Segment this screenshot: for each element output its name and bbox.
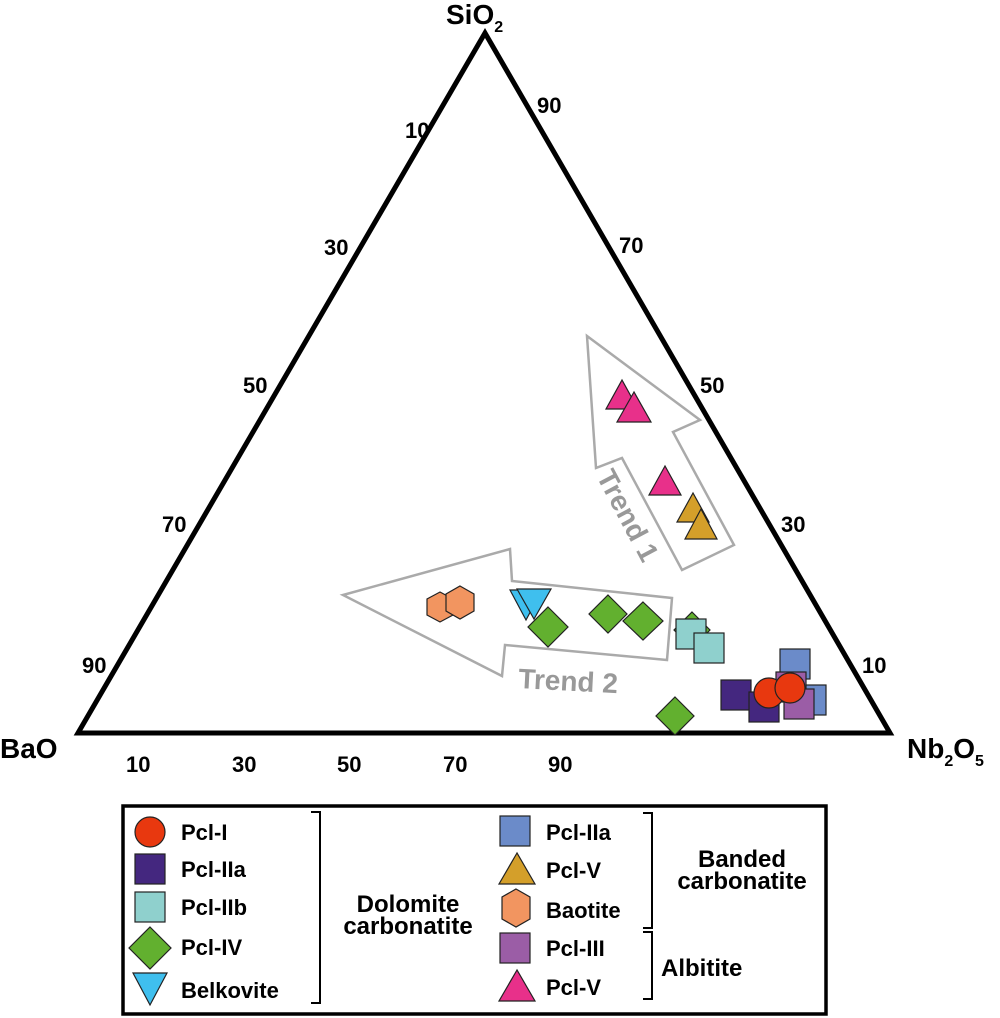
legend-label-banded-pcl-iia: Pcl-IIa [546,820,612,845]
legend-label-pcl-iib: Pcl-IIb [181,895,247,920]
apex-label-nb2o5: Nb2O5 [907,733,984,770]
legend-label-belkovite: Belkovite [181,978,279,1003]
svg-text:50: 50 [700,373,724,398]
legend-marker-pcl-iv [128,926,172,970]
svg-text:90: 90 [82,653,106,678]
svg-text:70: 70 [443,752,467,777]
legend-marker-belkovite [132,972,168,1007]
svg-text:50: 50 [337,752,361,777]
trend2-arrow: Trend 2 [339,547,674,699]
legend-marker-banded-pcl-v [497,851,537,885]
svg-text:10: 10 [405,118,429,143]
data-points [426,378,827,736]
point-pcl-iv [527,606,569,648]
group-label-albitite: Albitite [661,955,742,982]
legend-marker-pcl-iia [134,853,166,885]
ternary-frame [73,28,895,736]
svg-text:90: 90 [537,93,561,118]
point-pcl-iv [622,601,664,641]
legend-label-baotite: Baotite [546,898,621,923]
legend-label-pcl-iii: Pcl-III [546,936,605,961]
group-label-dolomite-2: carbonatite [343,913,472,940]
trend2-label: Trend 2 [518,663,619,699]
legend-frame [121,804,828,1016]
legend-marker-banded-pcl-iia [499,815,531,847]
legend-label-albitite-pcl-v: Pcl-V [546,975,601,1000]
group-label-banded-2: carbonatite [677,868,806,895]
svg-text:90: 90 [548,752,572,777]
legend-label-pcl-i: Pcl-I [181,820,227,845]
bracket-dolomite [311,811,321,1004]
group-label-dolomite: Dolomite [357,891,460,918]
svg-text:10: 10 [862,653,886,678]
svg-text:30: 30 [781,512,805,537]
bracket-albitite [643,931,653,1000]
legend-label-pcl-iia: Pcl-IIa [181,857,247,882]
legend-marker-pcl-iii [499,932,531,964]
point-albitite-pcl-v [647,464,683,496]
legend-label-banded-pcl-v: Pcl-V [546,858,601,883]
point-pcl-iv [588,594,628,634]
svg-text:70: 70 [619,233,643,258]
apex-label-sio2: SiO2 [446,0,503,36]
bottom-axis-ticks: 10 30 50 70 90 [126,752,572,777]
point-pcl-iib [693,632,725,664]
point-dolomite-pcl-iia [720,679,752,711]
group-label-banded: Banded [698,846,786,873]
left-axis-ticks: 10 30 50 70 90 [82,118,429,678]
legend-label-pcl-iv: Pcl-IV [181,935,242,960]
legend-marker-albitite-pcl-v [497,968,537,1002]
legend-marker-pcl-iib [134,891,166,923]
svg-text:50: 50 [243,373,267,398]
svg-text:10: 10 [126,752,150,777]
legend-marker-pcl-i [134,816,166,848]
legend: Pcl-I Pcl-IIa Pcl-IIb Pcl-IV Belkovite D… [121,804,828,1016]
svg-text:30: 30 [324,235,348,260]
bracket-banded [643,812,653,929]
svg-text:30: 30 [232,752,256,777]
point-belkovite [515,588,553,621]
svg-text:70: 70 [162,512,186,537]
apex-label-bao: BaO [0,733,58,764]
point-pcl-iv [655,696,695,736]
legend-marker-baotite [501,888,531,928]
point-banded-pcl-v [684,507,718,540]
point-albitite-pcl-v [615,390,653,423]
point-pcl-i [774,672,806,704]
point-baotite [445,585,475,620]
right-axis-ticks: 90 70 50 30 10 [537,93,886,678]
